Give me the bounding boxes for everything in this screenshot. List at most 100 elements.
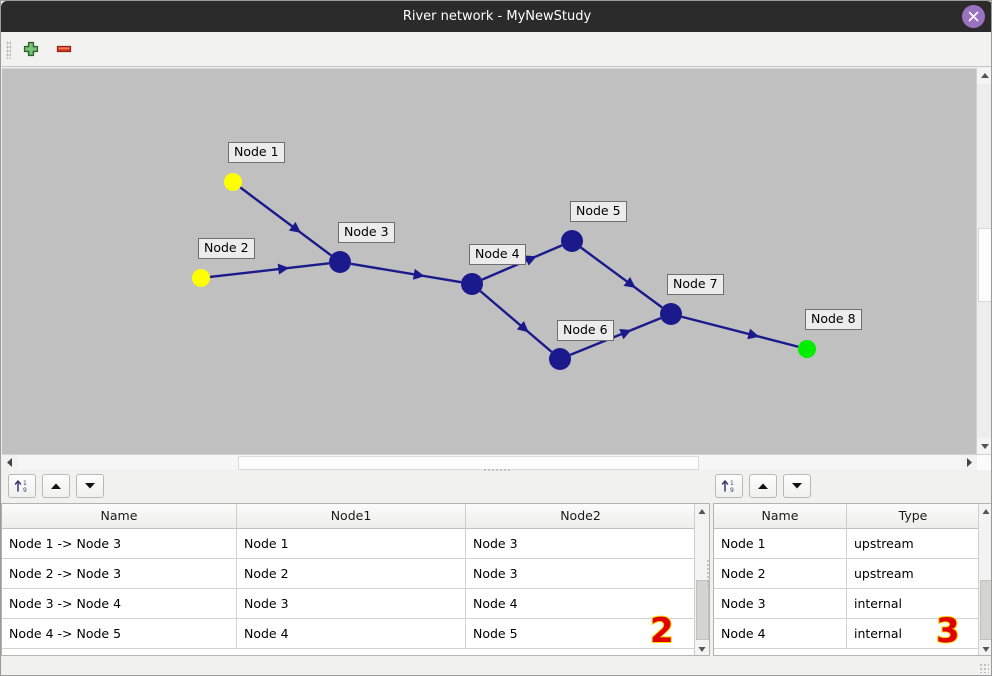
table-cell[interactable]: Node 4	[714, 619, 847, 648]
graph-horizontal-scrollbar[interactable]	[2, 454, 991, 470]
table-cell[interactable]: Node 4 -> Node 5	[2, 619, 237, 648]
graph-scroll-left-icon[interactable]	[2, 455, 18, 470]
table-cell[interactable]: Node 1	[237, 529, 466, 558]
graph-edge[interactable]	[209, 262, 330, 279]
graph-node-label[interactable]: Node 2	[198, 238, 255, 259]
arrow-down-icon[interactable]	[783, 474, 811, 498]
graph-edge[interactable]	[479, 290, 553, 353]
table-cell[interactable]: Node 5	[473, 626, 518, 641]
table-cell[interactable]: Node 2	[714, 559, 847, 588]
graph-node[interactable]	[660, 303, 682, 325]
table-cell[interactable]: Node 3 -> Node 4	[2, 589, 237, 618]
graph-vscroll-thumb[interactable]	[978, 228, 991, 302]
graph-edge-arrow-icon	[747, 328, 760, 340]
arrow-down-icon[interactable]	[76, 474, 104, 498]
graph-hscroll-thumb[interactable]	[238, 456, 699, 470]
arrow-up-icon[interactable]	[749, 474, 777, 498]
graph-node-label[interactable]: Node 7	[667, 274, 724, 295]
table-cell[interactable]: Node 3	[473, 566, 518, 581]
graph-edge[interactable]	[350, 262, 462, 284]
table-cell[interactable]: internal	[854, 626, 902, 641]
graph-scroll-right-icon[interactable]	[961, 455, 977, 470]
graph-node-label[interactable]: Node 8	[805, 309, 862, 330]
column-header[interactable]: Node2	[560, 508, 601, 523]
table-cell[interactable]: Node 3	[714, 589, 847, 618]
table-empty-row	[2, 649, 695, 655]
add-plus-icon[interactable]	[21, 39, 43, 61]
graph-edge[interactable]	[239, 186, 332, 257]
table-cell[interactable]: Node 4	[473, 596, 518, 611]
graph-scroll-down-icon[interactable]	[977, 438, 991, 454]
reaches-scroll-down-icon[interactable]	[695, 641, 709, 655]
graph-node-label[interactable]: Node 3	[338, 222, 395, 243]
reaches-table-scrollbar[interactable]	[694, 504, 709, 655]
graph-edge[interactable]	[580, 246, 663, 309]
delete-minus-icon[interactable]	[54, 39, 76, 61]
table-cell[interactable]: internal	[854, 596, 902, 611]
graph-node[interactable]	[224, 173, 242, 191]
graph-node[interactable]	[461, 273, 483, 295]
reaches-scroll-up-icon[interactable]	[695, 504, 709, 518]
annotation-marker-2: 2	[649, 611, 675, 651]
table-cell[interactable]: upstream	[854, 536, 914, 551]
table-cell[interactable]: Node 4	[237, 619, 466, 648]
sort-icon[interactable]: 1 9	[715, 474, 743, 498]
column-header[interactable]: Name	[714, 504, 847, 528]
table-row[interactable]: Node 4 internal	[714, 619, 979, 649]
arrow-up-icon[interactable]	[42, 474, 70, 498]
close-icon[interactable]	[962, 5, 985, 28]
nodes-scroll-down-icon[interactable]	[979, 641, 991, 655]
graph-edge-arrow-icon	[412, 268, 425, 280]
column-header[interactable]: Name	[2, 504, 237, 528]
graph-edge[interactable]	[681, 315, 799, 348]
graph-edge-arrow-icon	[277, 263, 290, 275]
svg-text:9: 9	[730, 487, 734, 494]
graph-node[interactable]	[329, 251, 351, 273]
graph-edge-arrow-icon	[288, 221, 302, 233]
table-cell[interactable]: Node 3	[473, 536, 518, 551]
graph-node-label[interactable]: Node 1	[228, 142, 285, 163]
column-header[interactable]: Node1	[237, 504, 466, 528]
network-graph-canvas[interactable]: Node 1 Node 2 Node 3 Node 4 Node 5 Node 6 Node…	[2, 68, 976, 454]
toolbar-drag-handle[interactable]	[6, 41, 11, 59]
reaches-table-toolbar: 1 9	[8, 474, 108, 500]
table-cell[interactable]: Node 2 -> Node 3	[2, 559, 237, 588]
graph-scroll-up-icon[interactable]	[977, 68, 991, 84]
reaches-scroll-thumb[interactable]	[696, 580, 709, 640]
table-row[interactable]: Node 2 upstream	[714, 559, 979, 589]
graph-node-label[interactable]: Node 4	[469, 244, 526, 265]
graph-node[interactable]	[549, 348, 571, 370]
vertical-splitter-handle[interactable]	[706, 559, 711, 585]
table-cell[interactable]: Node 1 -> Node 3	[2, 529, 237, 558]
graph-node[interactable]	[798, 340, 816, 358]
table-cell[interactable]: Node 2	[237, 559, 466, 588]
graph-node[interactable]	[192, 269, 210, 287]
graph-edge[interactable]	[569, 317, 662, 356]
table-cell[interactable]: Node 3	[237, 589, 466, 618]
nodes-scroll-up-icon[interactable]	[979, 504, 991, 518]
column-header[interactable]: Type	[898, 508, 928, 523]
graph-node-label[interactable]: Node 5	[570, 201, 627, 222]
table-cell[interactable]: upstream	[854, 566, 914, 581]
horizontal-splitter-handle[interactable]	[483, 468, 511, 473]
sort-icon[interactable]: 1 9	[8, 474, 36, 498]
table-row[interactable]: Node 3 internal	[714, 589, 979, 619]
resize-grip[interactable]	[979, 663, 989, 673]
graph-vertical-scrollbar[interactable]	[976, 68, 991, 454]
graph-node-label[interactable]: Node 6	[557, 320, 614, 341]
table-cell[interactable]: Node 1	[714, 529, 847, 558]
nodes-scroll-thumb[interactable]	[980, 580, 991, 640]
table-row[interactable]: Node 1 upstream	[714, 529, 979, 559]
nodes-table-scrollbar[interactable]	[978, 504, 991, 655]
graph-node[interactable]	[561, 230, 583, 252]
main-toolbar	[2, 32, 991, 67]
